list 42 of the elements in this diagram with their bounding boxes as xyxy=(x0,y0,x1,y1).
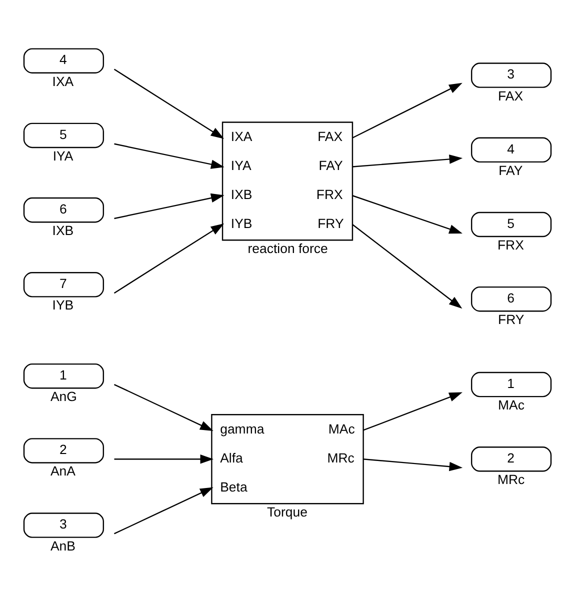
node-box: 4 xyxy=(23,48,104,73)
node-label: AnB xyxy=(50,538,76,553)
arrow xyxy=(352,224,462,308)
arrow xyxy=(114,68,224,138)
arrow xyxy=(114,223,224,294)
arrow xyxy=(114,142,224,168)
arrow xyxy=(352,154,463,167)
arrow xyxy=(363,458,463,471)
arrow xyxy=(363,392,462,430)
node-label: IYA xyxy=(52,148,74,163)
node-label: AnG xyxy=(50,388,77,404)
node-label: FRX xyxy=(497,237,524,252)
node-box: 5 xyxy=(23,122,104,148)
node-box: 2 xyxy=(23,438,104,463)
arrow xyxy=(114,192,224,219)
arrow xyxy=(114,486,214,534)
arrow xyxy=(352,82,462,138)
node-box: 3 xyxy=(23,512,104,538)
node-label: IXA xyxy=(52,73,74,88)
node-label: MRc xyxy=(497,472,525,487)
node-label: FRY xyxy=(498,312,524,327)
node-label: IXB xyxy=(52,222,74,238)
node-label: FAY xyxy=(498,162,523,178)
node-box: 6 xyxy=(23,196,104,222)
arrow xyxy=(114,454,214,464)
node-box: 4 xyxy=(470,136,552,162)
arrow xyxy=(352,194,462,234)
node-box: 3 xyxy=(470,62,552,88)
node-label: Torque xyxy=(267,504,308,520)
node-box: gamma MAc Alfa MRc Beta xyxy=(211,414,364,504)
node-box: 7 xyxy=(23,272,104,297)
arrow xyxy=(114,383,214,431)
node-box: 6 xyxy=(470,286,552,312)
node-box: 2 xyxy=(470,446,552,472)
node-label: IYB xyxy=(52,297,74,312)
node-box: 5 xyxy=(470,211,552,237)
node-label: FAX xyxy=(498,88,524,103)
node-label: reaction force xyxy=(248,240,328,256)
node-box: 1 xyxy=(470,371,552,397)
node-label: MAc xyxy=(498,397,524,412)
node-label: AnA xyxy=(50,463,76,478)
node-box: 1 xyxy=(23,362,104,388)
